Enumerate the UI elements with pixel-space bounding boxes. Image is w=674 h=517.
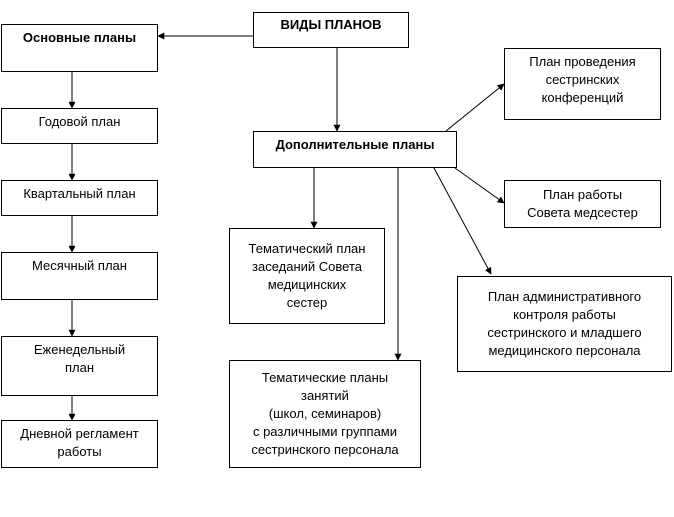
arrow-add-to-council [454,167,505,204]
main-plans-title: Основные планы [22,30,137,45]
week-plan-label: Еженедельный план [33,342,126,375]
thematic-classes-plan-box: Тематические планы занятий (школ, семина… [229,360,421,468]
thematic-classes-plan-label: Тематические планы занятий (школ, семина… [251,370,399,457]
month-plan-label: Месячный план [32,258,127,273]
thematic-council-plan-box: Тематический план заседаний Совета медиц… [229,228,385,324]
thematic-council-plan-label: Тематический план заседаний Совета медиц… [248,241,366,310]
month-plan-box: Месячный план [1,252,158,300]
quarter-plan-box: Квартальный план [1,180,158,216]
year-plan-label: Годовой план [38,114,121,129]
root-title: ВИДЫ ПЛАНОВ [280,17,382,32]
arrow-add-to-control [433,167,492,275]
week-plan-box: Еженедельный план [1,336,158,396]
council-plan-box: План работы Совета медсестер [504,180,661,228]
additional-plans-box: Дополнительные планы [253,131,457,168]
conferences-plan-box: План проведения сестринских конференций [504,48,661,120]
arrow-add-to-conferences [445,83,505,132]
quarter-plan-label: Квартальный план [23,186,136,201]
year-plan-box: Годовой план [1,108,158,144]
day-plan-box: Дневной регламент работы [1,420,158,468]
control-plan-label: План административного контроля работы с… [487,289,642,358]
root-box: ВИДЫ ПЛАНОВ [253,12,409,48]
council-plan-label: План работы Совета медсестер [527,187,638,220]
day-plan-label: Дневной регламент работы [20,426,139,459]
conferences-plan-label: План проведения сестринских конференций [529,54,636,105]
additional-plans-title: Дополнительные планы [275,137,435,152]
control-plan-box: План административного контроля работы с… [457,276,672,372]
main-plans-box: Основные планы [1,24,158,72]
